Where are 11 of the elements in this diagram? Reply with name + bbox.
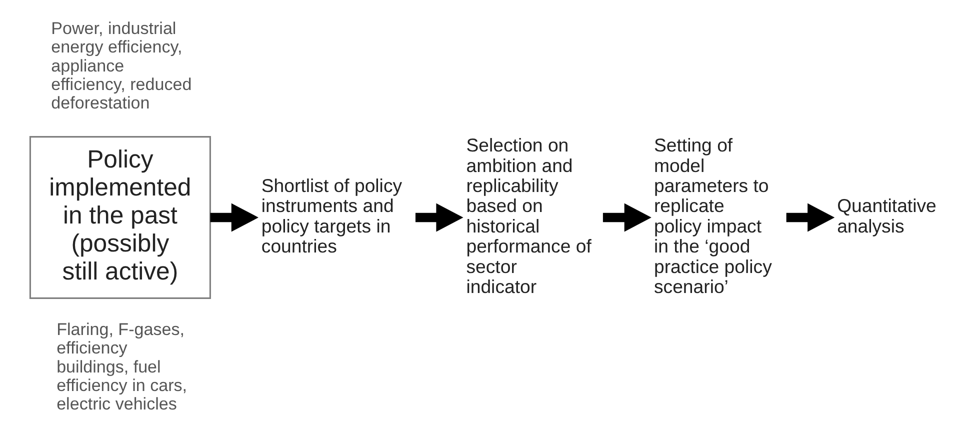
arrow <box>415 203 464 232</box>
node-text: Shortlist of policy instruments and policy targets in countries <box>261 175 402 257</box>
arrow <box>602 203 652 232</box>
node-label: Power, industrial energy efficiency, appliance efficiency, reduced deforestation <box>51 19 192 113</box>
node-text: Selection on ambition and replicability based on historical performance of sector indicator <box>466 134 592 297</box>
arrow <box>210 203 258 232</box>
arrow <box>786 203 835 232</box>
node-text: Quantitative analysis <box>837 195 936 236</box>
node-label: Flaring, F-gases, efficiency buildings, fuel efficiency in cars, electric vehicles <box>56 320 188 414</box>
node-box: Policy implemented in the past (possibly still active) <box>29 136 211 299</box>
node-text: Setting of model parameters to replicate policy impact in the ‘good practice policy scenario’ <box>654 134 772 297</box>
